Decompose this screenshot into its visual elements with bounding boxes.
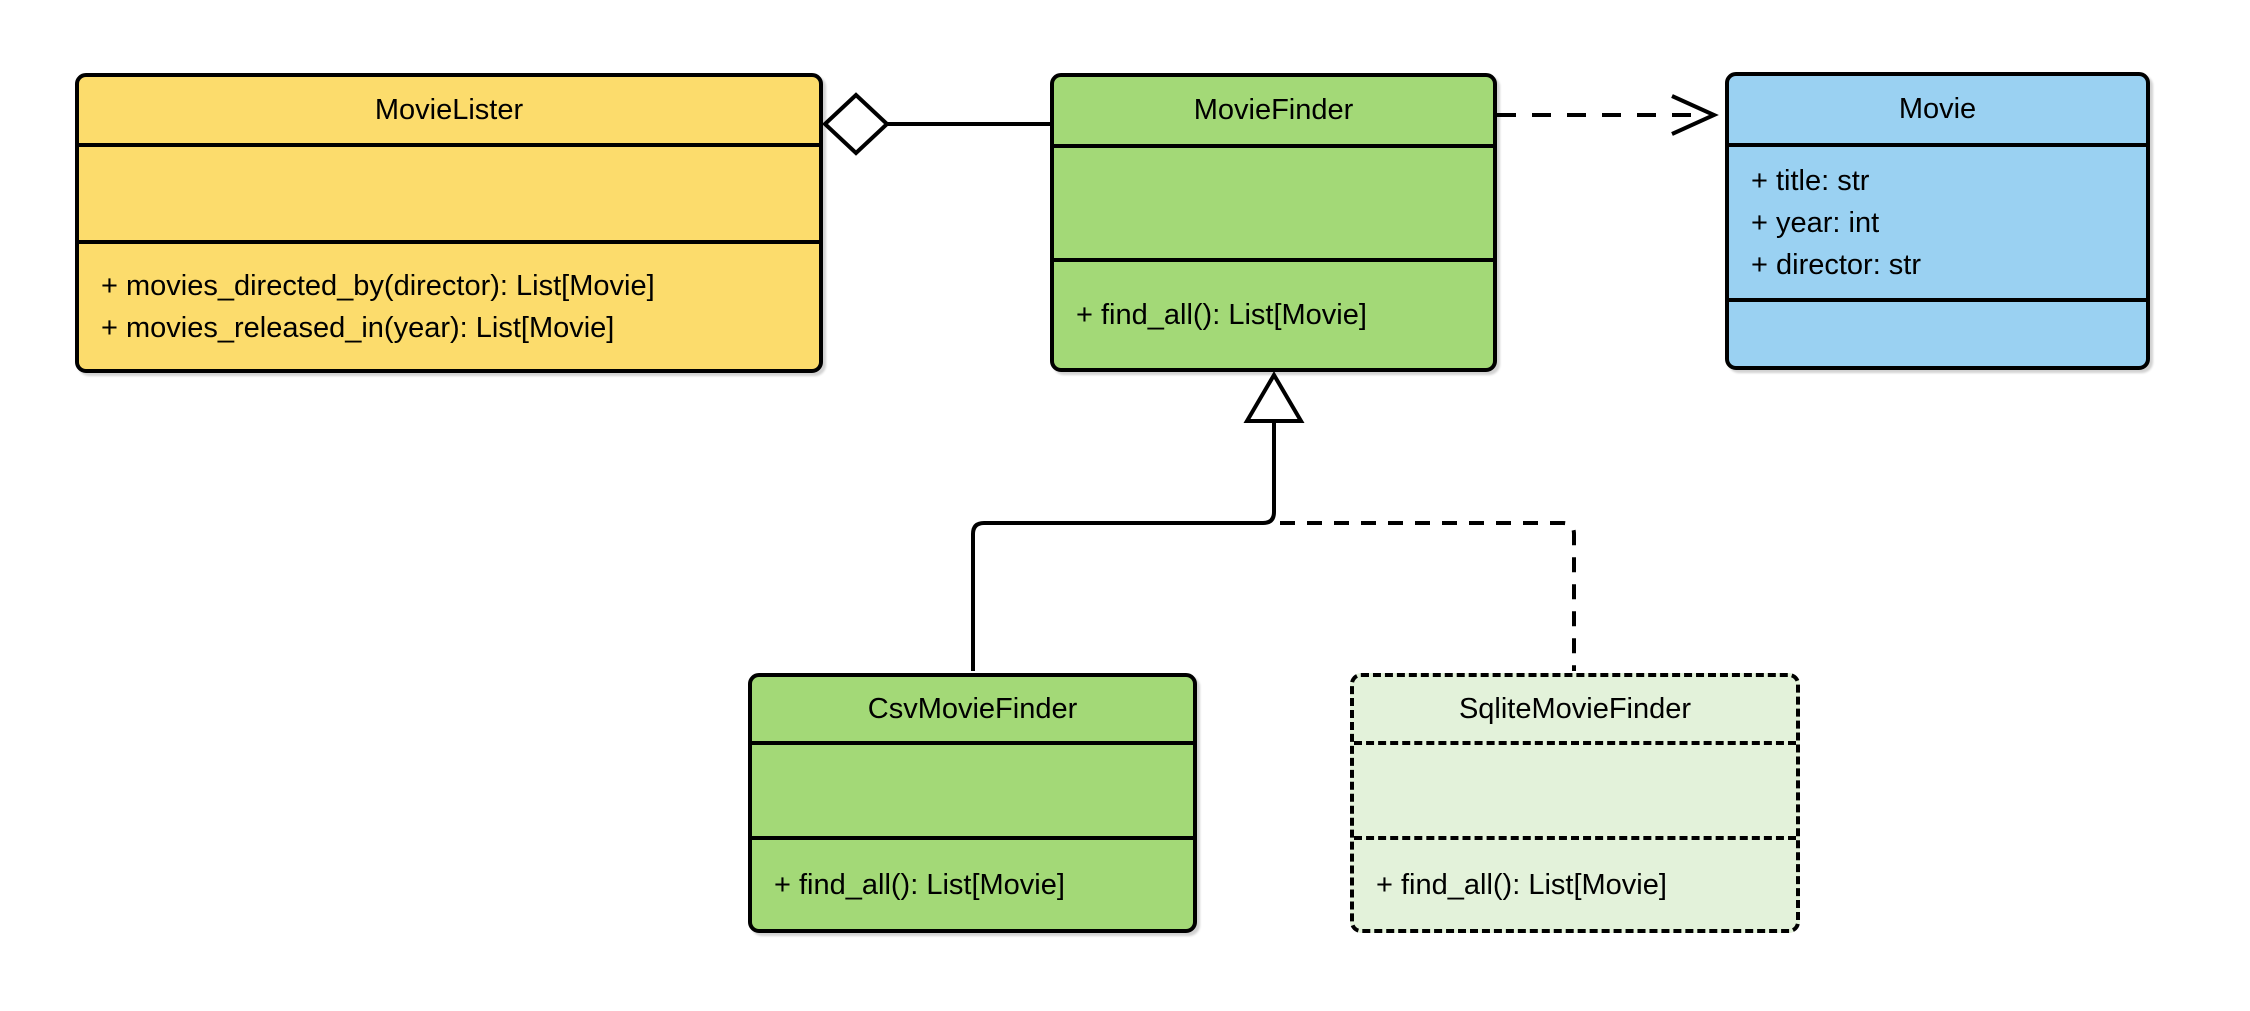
class-moviefinder-attributes [1054, 144, 1493, 258]
class-sqlitemoviefinder-methods: + find_all(): List[Movie] [1354, 836, 1796, 929]
class-movie-title: Movie [1898, 93, 1977, 125]
method-find-all: + find_all(): List[Movie] [1076, 299, 1367, 331]
class-sqlitemoviefinder-attributes [1354, 741, 1796, 836]
class-moviefinder[interactable]: MovieFinder + find_all(): List[Movie] [1050, 73, 1497, 372]
class-sqlitemoviefinder-title: SqliteMovieFinder [1458, 692, 1692, 725]
generalization-edge-csvmoviefinder-moviefinder[interactable] [971, 371, 1305, 671]
class-movielister[interactable]: MovieLister + movies_directed_by(directo… [75, 73, 823, 373]
class-csvmoviefinder-attributes [752, 741, 1193, 836]
open-arrow-marker [1671, 94, 1719, 136]
attribute-director: + director: str [1751, 248, 1922, 281]
class-csvmoviefinder[interactable]: CsvMovieFinder + find_all(): List[Movie] [748, 673, 1197, 933]
method-movies-released-in: + movies_released_in(year): List[Movie] [101, 311, 615, 344]
class-csvmoviefinder-title: CsvMovieFinder [867, 692, 1078, 725]
hollow-triangle-marker [1243, 371, 1305, 423]
class-movie-attributes: + title: str + year: int + director: str [1729, 143, 2146, 298]
method-find-all: + find_all(): List[Movie] [1376, 868, 1667, 901]
attribute-year: + year: int [1751, 206, 1880, 239]
class-movielister-attributes [79, 143, 819, 240]
dependency-edge-moviefinder-movie[interactable] [1497, 94, 1719, 136]
aggregation-edge-movielister-moviefinder[interactable] [822, 92, 1050, 156]
class-movie-methods [1729, 298, 2146, 366]
hollow-diamond-marker [822, 92, 890, 156]
class-csvmoviefinder-methods: + find_all(): List[Movie] [752, 836, 1193, 929]
attribute-title: + title: str [1751, 164, 1870, 197]
generalization-edge-sqlitemoviefinder-moviefinder[interactable] [1280, 521, 1576, 671]
class-movielister-methods: + movies_directed_by(director): List[Mov… [79, 240, 819, 369]
class-moviefinder-methods: + find_all(): List[Movie] [1054, 258, 1493, 368]
class-moviefinder-title: MovieFinder [1193, 94, 1354, 126]
class-sqlitemoviefinder[interactable]: SqliteMovieFinder + find_all(): List[Mov… [1350, 673, 1800, 933]
method-movies-directed-by: + movies_directed_by(director): List[Mov… [101, 269, 655, 302]
method-find-all: + find_all(): List[Movie] [774, 868, 1065, 901]
class-movielister-title: MovieLister [374, 93, 524, 126]
class-movie[interactable]: Movie + title: str + year: int + directo… [1725, 72, 2150, 370]
